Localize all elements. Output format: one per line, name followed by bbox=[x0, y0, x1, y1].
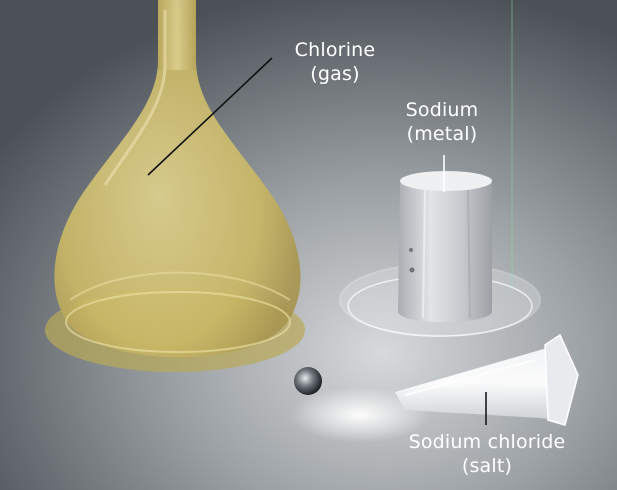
chlorine-label: Chlorine (gas) bbox=[280, 38, 390, 86]
chlorine-leader-line bbox=[147, 57, 273, 176]
chlorine-flask bbox=[45, 0, 305, 372]
sodium-label: Sodium (metal) bbox=[392, 98, 492, 146]
salt-name: Sodium chloride bbox=[408, 431, 566, 453]
metal-ball bbox=[294, 367, 322, 395]
salt-state: (salt) bbox=[461, 455, 513, 477]
salt-tube bbox=[395, 333, 579, 426]
salt-label: Sodium chloride (salt) bbox=[397, 430, 577, 478]
light-spot bbox=[290, 387, 430, 443]
sodium-name: Sodium bbox=[405, 99, 479, 121]
chlorine-state: (gas) bbox=[310, 63, 360, 85]
chlorine-name: Chlorine bbox=[294, 39, 376, 61]
sodium-state: (metal) bbox=[406, 123, 478, 145]
sodium-block bbox=[398, 171, 492, 323]
